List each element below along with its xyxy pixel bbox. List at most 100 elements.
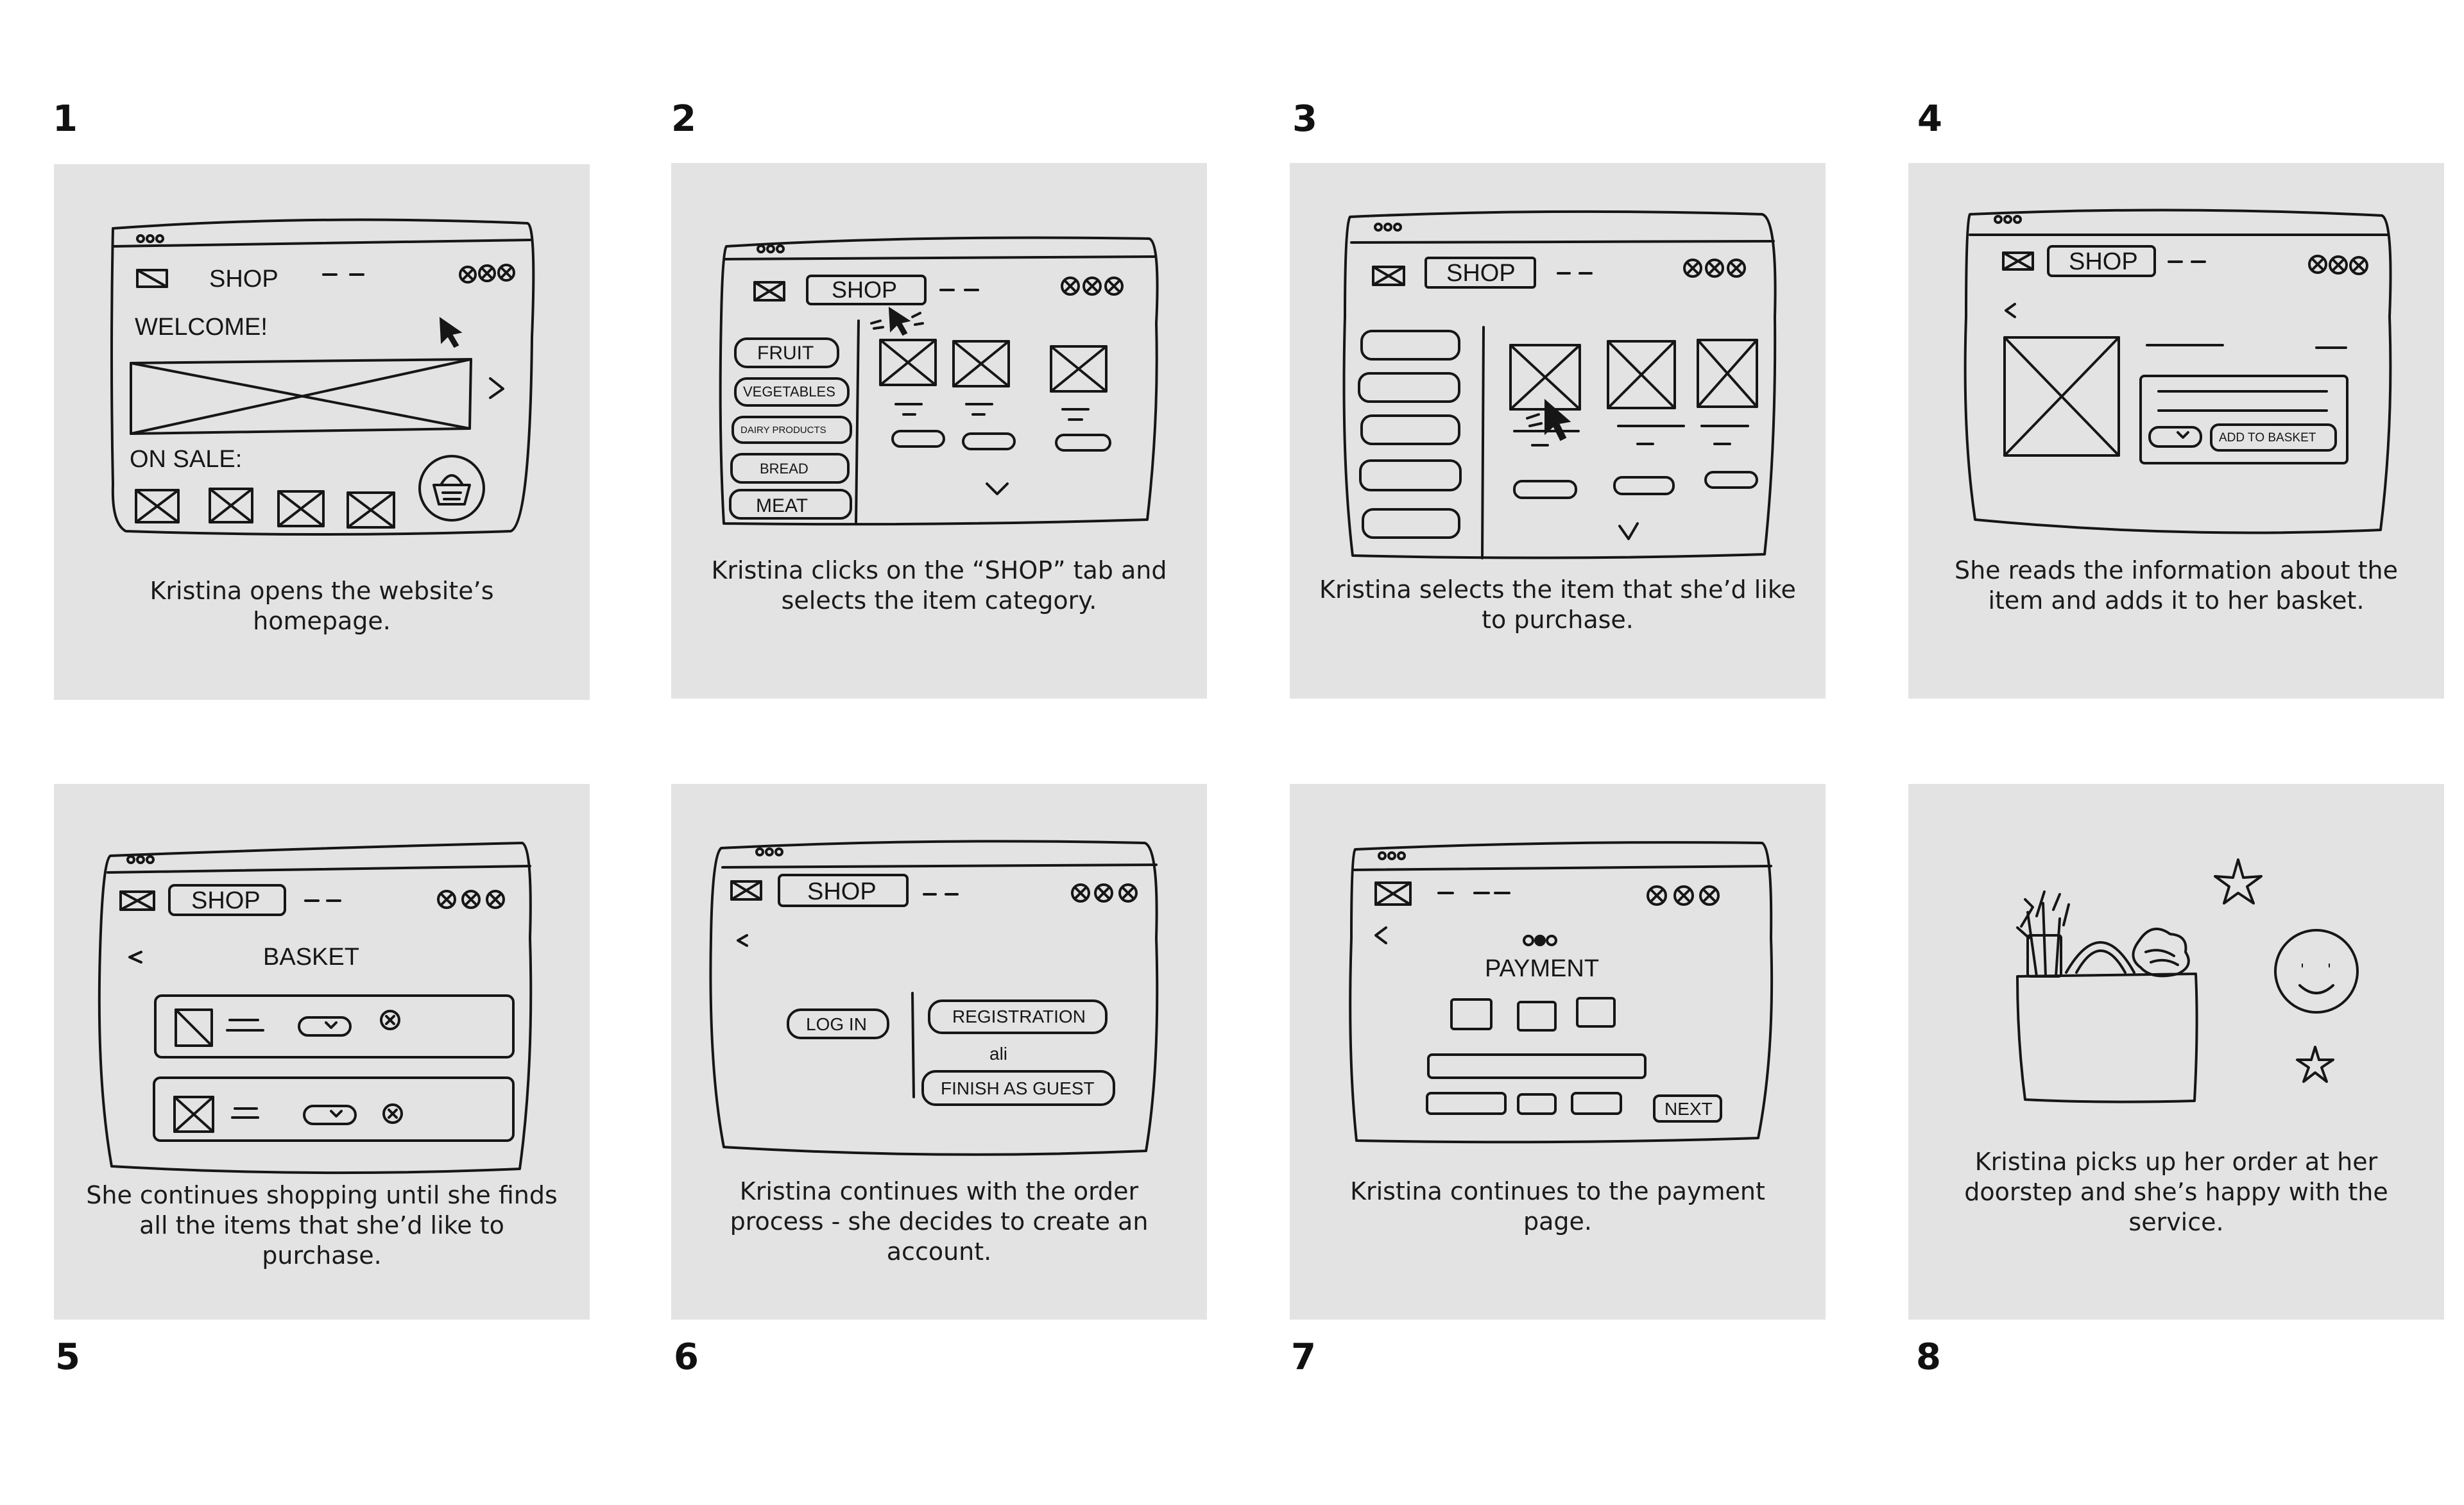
star-icon [2214,858,2263,905]
frame-3-sketch: SHOP [1342,210,1777,559]
window-dots-icon [1994,215,2022,224]
product-placeholders [879,339,1111,452]
category-meat: MEAT [756,495,808,516]
category-fruit: FRUIT [757,343,814,364]
card-number-field[interactable] [1427,1053,1647,1079]
frame-4-number: 4 [1917,98,1942,140]
frame-2-caption: Kristina clicks on the “SHOP” tab and se… [711,556,1167,615]
shop-tab-button[interactable] [806,275,927,305]
scroll-down-icon [986,482,1009,495]
storyboard-frame-2: SHOP FRUIT VEGETABLES DAIRY PRODUCTS BRE… [671,163,1207,699]
finish-as-guest-button[interactable] [921,1070,1115,1106]
next-button[interactable] [1653,1094,1722,1123]
shop-tab-button[interactable] [2047,245,2156,277]
back-icon [128,951,142,964]
basket-icon [418,455,485,522]
window-controls-icon [1683,259,1746,278]
storyboard-frame-4: SHOP ADD TO BASKET She reads the informa… [1908,163,2444,699]
frame-8-number: 8 [1916,1336,1941,1378]
frame-2-sketch: SHOP FRUIT VEGETABLES DAIRY PRODUCTS BRE… [719,236,1159,526]
storyboard-frame-7: PAYMENT NEXT Kristina continues to the p… [1290,784,1826,1320]
star-icon [2296,1046,2334,1083]
category-list: FRUIT VEGETABLES DAIRY PRODUCTS BREAD ME… [729,337,852,520]
product-image-placeholder [2003,336,2120,457]
logo-icon [136,269,168,288]
expiry-field[interactable] [1426,1092,1507,1115]
cursor-icon [1544,398,1571,441]
frame-1-caption: Kristina opens the website’s homepage. [150,577,494,635]
logo-icon [730,880,762,901]
registration-button[interactable] [928,999,1108,1034]
finish-as-guest-label: FINISH AS GUEST [941,1078,1095,1098]
window-dots-icon [1374,223,1402,232]
back-icon [1374,926,1387,944]
shop-tab-label: SHOP [807,878,877,905]
basket-row-2 [153,1076,515,1142]
window-dots-icon [126,855,155,864]
frame-7-number: 7 [1291,1336,1316,1378]
logo-icon [753,281,785,302]
cvc-field[interactable] [1517,1093,1557,1115]
window-controls-icon [2308,255,2368,275]
shop-tab-label: SHOP [1446,260,1516,287]
frame-5-caption: She continues shopping until she finds a… [86,1181,558,1270]
shop-tab-label: SHOP [209,266,278,293]
window-dots-icon [755,847,783,856]
on-sale-heading: ON SALE: [130,446,242,473]
quantity-dropdown[interactable] [2148,426,2202,448]
frame-1-sketch: SHOP WELCOME! ON SALE: [110,218,535,536]
product-info-box [2139,375,2348,464]
back-icon [737,934,748,947]
category-bread: BREAD [760,461,809,477]
storyboard-frame-6: SHOP LOG IN REGISTRATION ali FINISH AS G… [671,784,1207,1320]
frame-3-caption: Kristina selects the item that she’d lik… [1319,575,1796,634]
frame-4-sketch: SHOP ADD TO BASKET [1964,208,2392,534]
add-to-basket-button[interactable] [2210,423,2337,452]
next-label: NEXT [1664,1099,1713,1119]
cursor-icon [439,317,463,348]
grocery-bag-icon [2016,890,2198,1103]
shop-tab-button[interactable] [1425,257,1536,289]
frame-2-number: 2 [671,98,696,140]
frame-6-number: 6 [674,1336,699,1378]
zip-field[interactable] [1571,1092,1622,1115]
log-in-label: LOG IN [806,1014,867,1034]
window-dots-icon [757,244,785,253]
window-controls-icon [1071,883,1138,903]
back-icon [2005,303,2016,318]
basket-heading: BASKET [263,944,359,971]
shop-tab-label: SHOP [832,276,897,303]
basket-row-1 [154,994,515,1059]
hero-image-placeholder [130,358,472,435]
registration-label: REGISTRATION [952,1007,1086,1026]
frame-8-caption: Kristina picks up her order at her doors… [1964,1148,2388,1236]
smiley-icon [2274,929,2359,1014]
category-vegetables: VEGETABLES [743,384,835,400]
window-controls-icon [437,890,505,909]
log-in-button[interactable] [787,1008,889,1039]
shop-tab-button[interactable] [168,884,286,916]
frame-6-caption: Kristina continues with the order proces… [730,1177,1149,1266]
storyboard-frame-8: Kristina picks up her order at her doors… [1908,784,2444,1320]
add-to-basket-label: ADD TO BASKET [2219,431,2316,445]
frame-3-number: 3 [1292,98,1317,140]
carousel-next-icon [489,377,504,399]
logo-icon [1374,881,1412,906]
frame-7-caption: Kristina continues to the payment page. [1350,1177,1765,1236]
frame-7-sketch: PAYMENT NEXT [1349,841,1774,1144]
shop-tab-button[interactable] [778,874,909,907]
window-dots-icon [136,234,164,243]
scroll-down-icon [1618,522,1639,540]
logo-icon [1372,266,1405,286]
window-controls-icon [459,264,515,284]
shop-tab-label: SHOP [191,887,261,914]
logo-icon [2002,251,2034,271]
frame-5-sketch: SHOP BASKET [98,842,533,1175]
shop-tab-label: SHOP [2069,248,2138,275]
window-controls-icon [1647,885,1720,906]
sale-item-placeholders [135,488,395,529]
frame-1-number: 1 [53,98,78,140]
frame-5-number: 5 [55,1336,80,1378]
frame-8-sketch [2016,858,2359,1103]
cursor-icon [888,307,911,336]
